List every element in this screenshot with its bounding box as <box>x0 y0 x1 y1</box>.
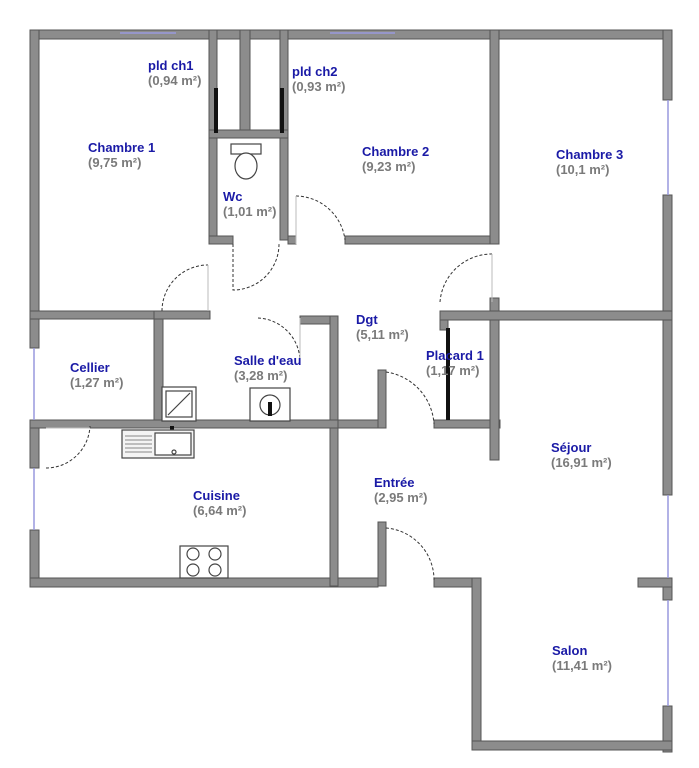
room-area: (9,75 m²) <box>88 155 142 170</box>
wall <box>337 419 379 429</box>
wall <box>377 369 387 429</box>
washing-machine-icon <box>161 386 197 422</box>
room-salle-eau: Salle d'eau (3,28 m²) <box>234 353 301 383</box>
door-chambre1 <box>161 264 209 312</box>
room-area: (11,41 m²) <box>552 658 612 673</box>
wall <box>29 29 673 40</box>
room-chambre-1: Chambre 1 (9,75 m²) <box>88 140 155 170</box>
wall <box>29 577 339 588</box>
wall <box>29 29 40 349</box>
room-name: Wc <box>223 189 243 204</box>
room-dgt: Dgt (5,11 m²) <box>356 312 409 342</box>
wall <box>662 29 673 101</box>
door-salle-eau <box>257 317 301 361</box>
room-pld-ch2: pld ch2 (0,93 m²) <box>292 64 345 94</box>
wall <box>279 129 289 241</box>
room-area: (3,28 m²) <box>234 368 288 383</box>
room-area: (5,11 m²) <box>356 327 409 342</box>
door-swings <box>45 195 493 581</box>
door-cellier <box>45 425 91 469</box>
wall <box>329 315 339 587</box>
wall <box>637 577 673 588</box>
wall <box>489 29 500 245</box>
room-area: (10,1 m²) <box>556 162 610 177</box>
room-placard-1: Placard 1 (1,17 m²) <box>426 348 484 378</box>
walls <box>29 29 673 753</box>
wall <box>439 319 449 331</box>
windows <box>33 32 669 706</box>
door-chambre2 <box>295 195 346 241</box>
room-cuisine: Cuisine (6,64 m²) <box>193 488 246 518</box>
room-pld-ch1: pld ch1 (0,94 m²) <box>148 58 201 88</box>
wall <box>439 310 673 321</box>
room-salon: Salon (11,41 m²) <box>552 643 612 673</box>
sink-icon <box>121 429 195 459</box>
door-entree <box>385 527 435 581</box>
room-cellier: Cellier (1,27 m²) <box>70 360 123 390</box>
room-name: Cuisine <box>193 488 240 503</box>
cooktop-icon <box>179 545 229 579</box>
wall <box>153 310 211 320</box>
toilet-icon <box>230 143 262 180</box>
room-area: (1,17 m²) <box>426 363 480 378</box>
wall <box>208 235 234 245</box>
room-area: (1,27 m²) <box>70 375 124 390</box>
room-entree: Entrée (2,95 m²) <box>374 475 427 505</box>
wall <box>287 235 297 245</box>
wall <box>239 29 251 131</box>
basin-icon <box>249 387 291 422</box>
room-sejour: Séjour (16,91 m²) <box>551 440 612 470</box>
room-name: Entrée <box>374 475 415 490</box>
room-chambre-2: Chambre 2 (9,23 m²) <box>362 144 429 174</box>
room-name: pld ch2 <box>292 64 338 79</box>
room-wc: Wc (1,01 m²) <box>223 189 276 219</box>
room-name: Salle d'eau <box>234 353 302 368</box>
door-dgt <box>385 371 435 425</box>
wall <box>489 319 500 461</box>
door-wc <box>232 243 280 291</box>
wall <box>471 577 482 751</box>
room-area: (9,23 m²) <box>362 159 416 174</box>
room-name: Cellier <box>70 360 110 375</box>
wall <box>29 310 163 320</box>
room-name: Dgt <box>356 312 378 327</box>
wall <box>471 740 673 751</box>
room-name: Chambre 1 <box>88 140 156 155</box>
wall <box>208 129 289 139</box>
room-area: (6,64 m²) <box>193 503 247 518</box>
room-area: (0,94 m²) <box>148 73 202 88</box>
wall <box>337 577 379 588</box>
room-chambre-3: Chambre 3 (10,1 m²) <box>556 147 623 177</box>
room-name: Chambre 3 <box>556 147 624 162</box>
wall <box>208 129 218 241</box>
room-name: pld ch1 <box>148 58 194 73</box>
room-area: (1,01 m²) <box>223 204 277 219</box>
room-area: (2,95 m²) <box>374 490 428 505</box>
fixtures <box>121 143 291 579</box>
door-chambre3 <box>439 253 493 303</box>
room-area: (0,93 m²) <box>292 79 346 94</box>
wall <box>377 521 387 587</box>
room-area: (16,91 m²) <box>551 455 612 470</box>
room-name: Séjour <box>551 440 592 455</box>
wall <box>662 194 673 496</box>
room-name: Placard 1 <box>426 348 484 363</box>
room-name: Chambre 2 <box>362 144 430 159</box>
wall <box>344 235 498 245</box>
room-name: Salon <box>552 643 588 658</box>
